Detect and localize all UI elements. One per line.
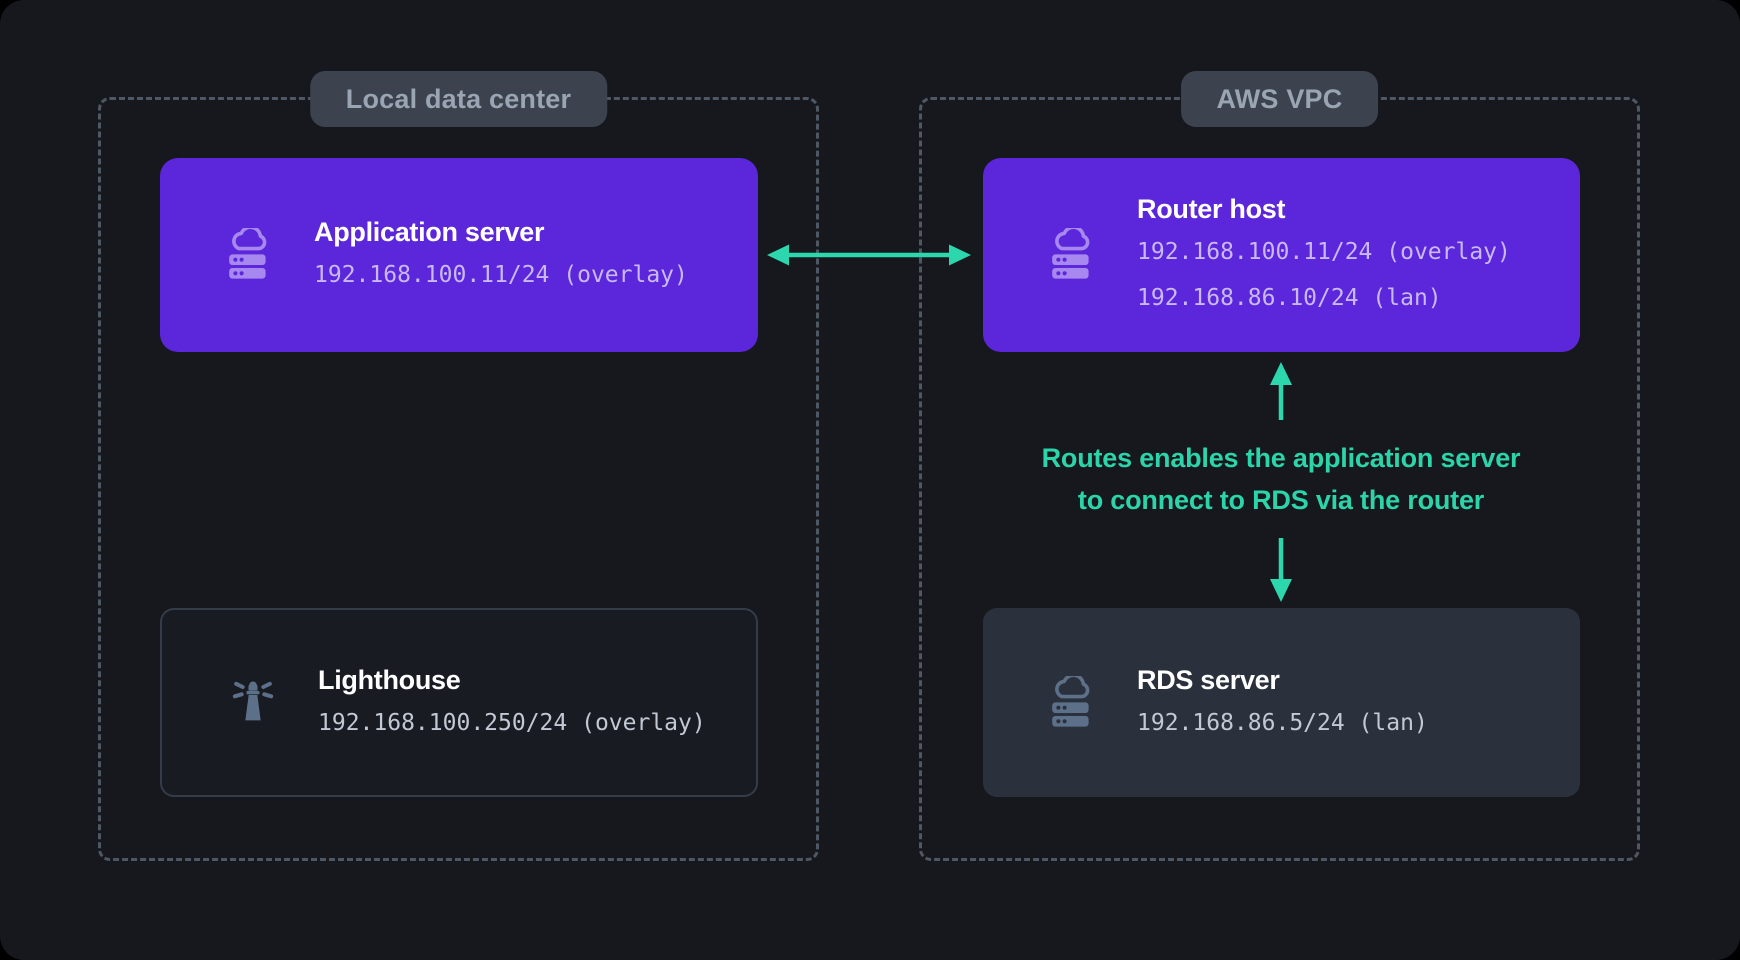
group-aws-vpc: AWS VPC bbox=[919, 71, 1640, 861]
lighthouse-icon bbox=[232, 681, 274, 720]
node-lighthouse: Lighthouse 192.168.100.250/24 (overlay) bbox=[160, 608, 758, 797]
node-rds-server: RDS server 192.168.86.5/24 (lan) bbox=[983, 608, 1580, 797]
arrow-down-icon bbox=[1270, 538, 1292, 602]
group-local-data-center: Local data center bbox=[98, 71, 819, 861]
group-label-aws-vpc: AWS VPC bbox=[1180, 71, 1379, 127]
group-label-local-data-center: Local data center bbox=[309, 71, 608, 127]
cloud-server-icon bbox=[1052, 228, 1090, 279]
arrow-up-icon bbox=[1270, 362, 1292, 420]
cloud-server-icon bbox=[229, 228, 267, 279]
node-title: Lighthouse bbox=[318, 664, 461, 695]
annotation-line-2: to connect to RDS via the router bbox=[1077, 485, 1485, 515]
node-ip: 192.168.86.10/24 (lan) bbox=[1137, 285, 1442, 311]
annotation-text: Routes enables the application server to… bbox=[1001, 437, 1561, 521]
node-router-host: Router host 192.168.100.11/24 (overlay) … bbox=[983, 158, 1580, 352]
node-application-server: Application server 192.168.100.11/24 (ov… bbox=[160, 158, 758, 352]
annotation-line-1: Routes enables the application server bbox=[1041, 443, 1521, 473]
node-ip: 192.168.100.250/24 (overlay) bbox=[318, 709, 706, 736]
node-title: RDS server bbox=[1137, 664, 1280, 695]
node-ip: 192.168.100.11/24 (overlay) bbox=[1137, 239, 1511, 265]
node-title: Application server bbox=[314, 217, 545, 247]
cloud-server-icon bbox=[1052, 675, 1090, 727]
node-ip: 192.168.86.5/24 (lan) bbox=[1137, 709, 1428, 736]
bidirectional-arrow bbox=[767, 244, 971, 266]
node-title: Router host bbox=[1137, 194, 1286, 224]
node-ip: 192.168.100.11/24 (overlay) bbox=[314, 262, 688, 288]
